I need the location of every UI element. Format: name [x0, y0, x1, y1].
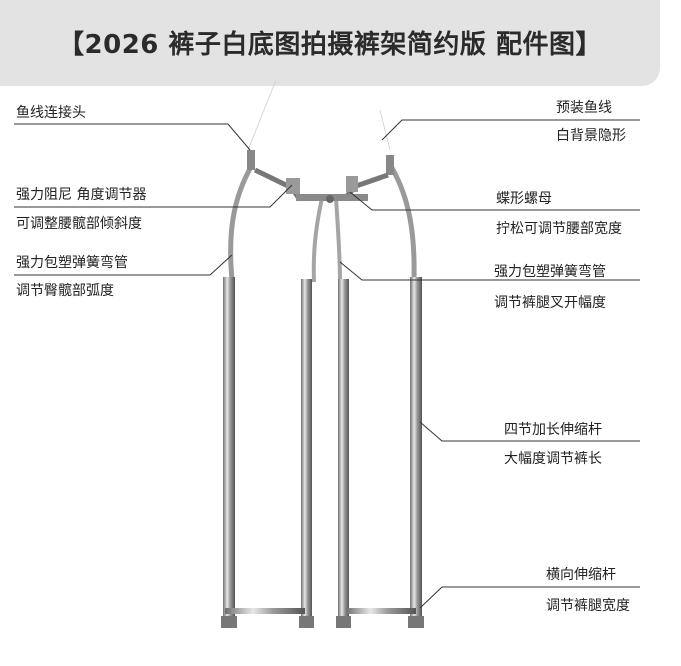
- right-outer-rod: [410, 277, 422, 617]
- label-horizontal-rod: 横向伸缩杆: [546, 567, 616, 583]
- label-fishing-line-connector: 鱼线连接头: [16, 105, 86, 121]
- left-damping-hinge: [286, 178, 300, 194]
- right-damping-hinge: [346, 176, 358, 192]
- label-spring-tube-left: 强力包塑弹簧弯管: [16, 255, 128, 271]
- label-spring-tube-right: 强力包塑弹簧弯管: [494, 264, 606, 280]
- right-inner-rod: [338, 279, 349, 617]
- left-line-connector: [247, 150, 255, 170]
- leader-line-spring-right: [339, 261, 640, 281]
- left-horizontal-rod: [225, 608, 305, 614]
- right-outer-rod-cap: [408, 616, 424, 628]
- left-spring-tube: [228, 163, 255, 281]
- label-adjust-leg-width: 调节裤腿宽度: [546, 598, 630, 614]
- leader-line-preinstalled: [381, 119, 640, 141]
- fishing-line-right: [379, 109, 391, 151]
- right-horizontal-rod: [346, 608, 416, 614]
- label-preinstalled-line: 预装鱼线: [556, 100, 612, 116]
- label-adjust-length: 大幅度调节裤长: [504, 451, 602, 467]
- label-adjust-hip: 调节臀髋部弧度: [16, 283, 114, 299]
- fishing-line-left: [247, 79, 277, 151]
- page-title: 【2026 裤子白底图拍摄裤架简约版 配件图】: [58, 30, 602, 60]
- leader-line-wing-nut: [349, 191, 640, 211]
- right-line-connector: [386, 155, 394, 175]
- left-inner-rod-cap: [299, 616, 314, 628]
- leader-line-connector: [14, 123, 251, 151]
- title-banner: 【2026 裤子白底图拍摄裤架简约版 配件图】: [0, 0, 660, 86]
- wing-nut: [326, 195, 334, 203]
- right-inner-spring-tube: [334, 197, 342, 283]
- label-adjust-tilt: 可调整腰髋部倾斜度: [16, 216, 142, 232]
- label-four-section-rod: 四节加长伸缩杆: [504, 422, 602, 438]
- left-inner-rod: [301, 279, 312, 617]
- label-invisible-bg: 白背景隐形: [556, 128, 626, 144]
- label-wing-nut: 蝶形螺母: [496, 191, 552, 207]
- left-inner-spring-tube: [311, 197, 324, 283]
- left-outer-rod: [223, 277, 235, 617]
- left-outer-rod-cap: [221, 616, 237, 628]
- right-inner-rod-cap: [336, 616, 351, 628]
- leader-line-telescopic: [419, 421, 640, 442]
- label-loosen-waist: 拧松可调节腰部宽度: [496, 221, 622, 237]
- label-adjust-crotch: 调节裤腿叉开幅度: [494, 295, 606, 311]
- label-strong-damping: 强力阻尼 角度调节器: [16, 187, 147, 203]
- leader-line-damping: [14, 184, 293, 208]
- leader-line-horizontal: [419, 586, 640, 609]
- right-spring-tube: [389, 166, 417, 281]
- leader-line-spring-left: [14, 254, 233, 276]
